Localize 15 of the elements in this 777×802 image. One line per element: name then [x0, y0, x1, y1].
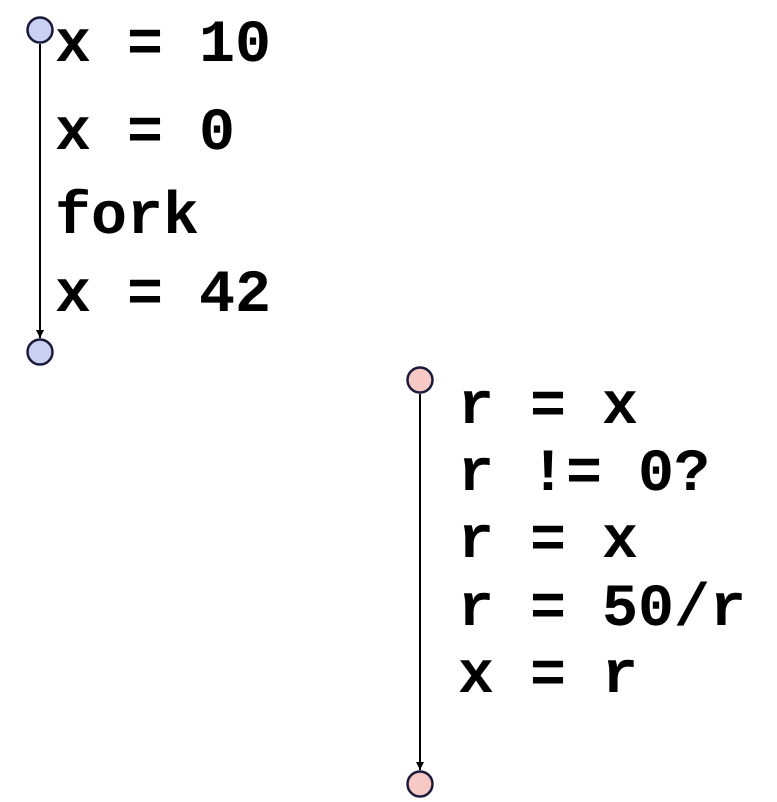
thread-point-circle	[406, 366, 434, 394]
arrow	[416, 394, 424, 770]
code-statement: x = 10	[55, 14, 272, 78]
thread-point-circle	[406, 770, 434, 798]
arrow	[36, 44, 44, 338]
code-statement: x = 42	[55, 264, 272, 328]
code-statement: x = 0	[55, 102, 236, 166]
code-statement: r != 0?	[458, 443, 710, 507]
code-statement: x = r	[458, 645, 638, 709]
code-statement: r = 50/r	[458, 578, 746, 642]
thread-point-circle	[26, 338, 54, 366]
code-statement: r = x	[458, 510, 638, 574]
code-statement: fork	[55, 186, 200, 250]
thread-point-circle	[26, 16, 54, 44]
code-statement: r = x	[458, 376, 638, 440]
